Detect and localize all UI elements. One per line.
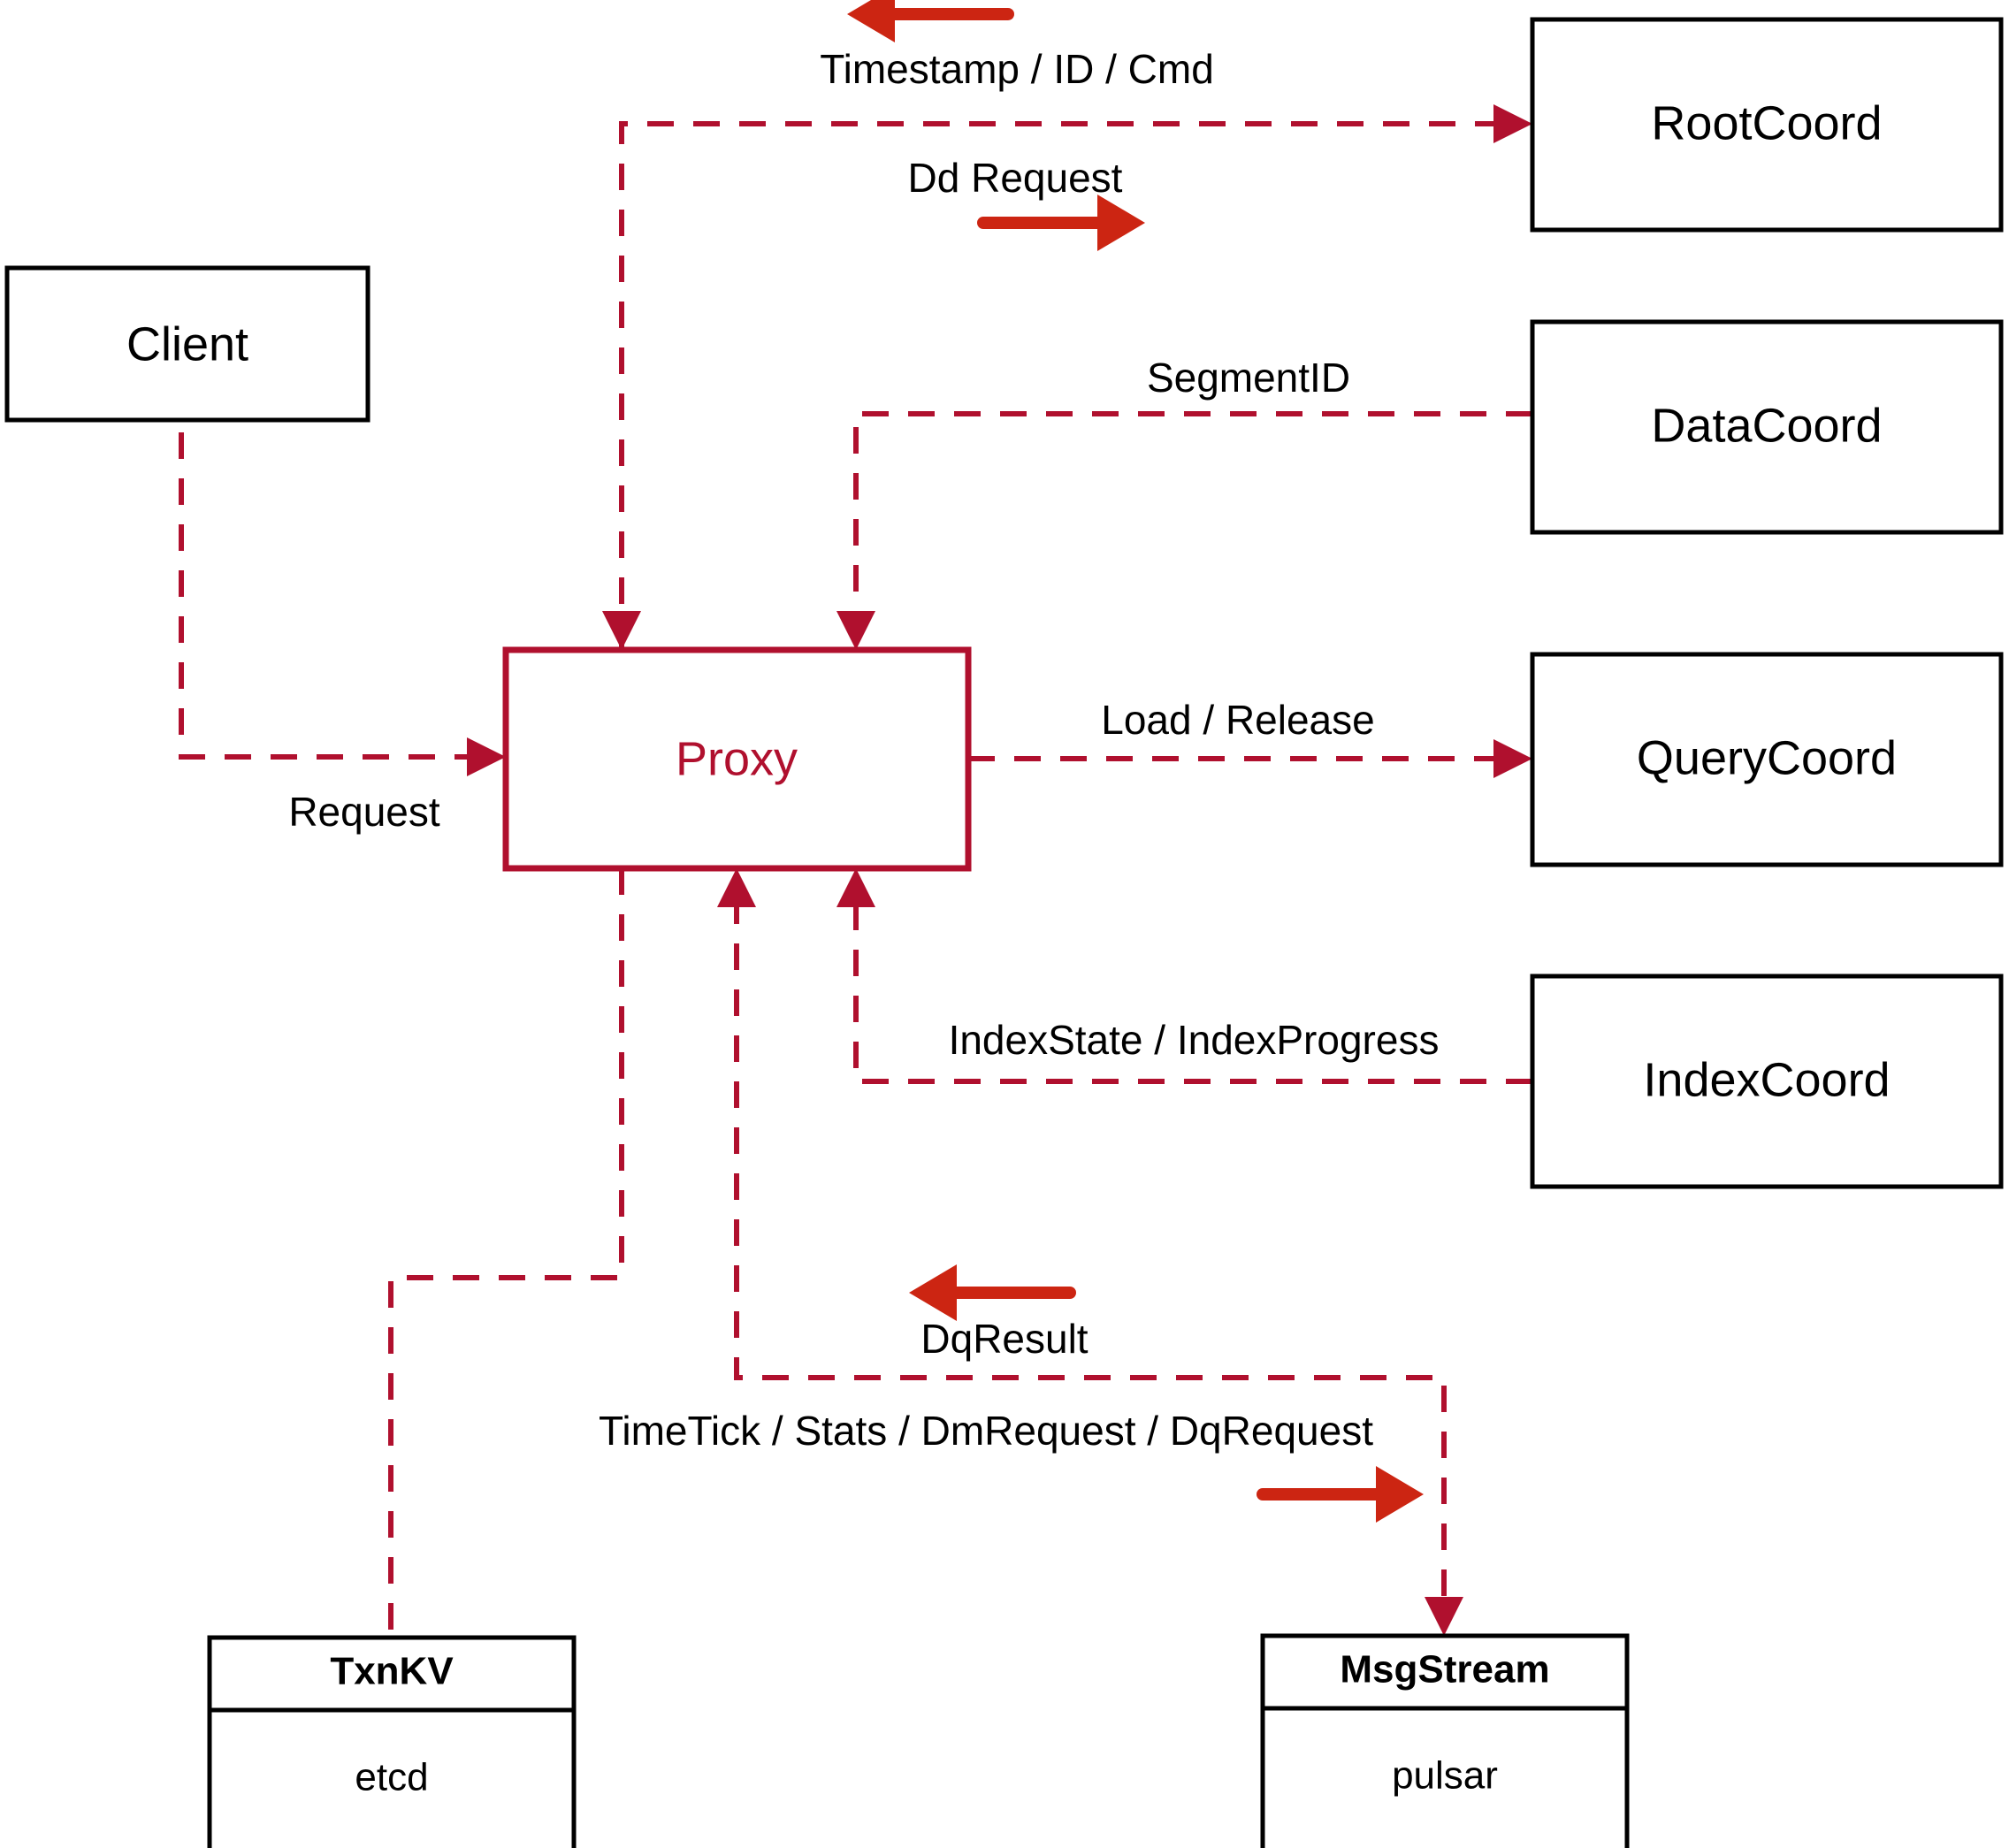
edge-line-proxy-rootcoord	[619, 121, 1503, 650]
arrowhead-proxy-rootcoord	[1493, 104, 1532, 143]
node-client[interactable]: Client	[4, 265, 370, 423]
edge-label-segment-id: SegmentID	[1147, 355, 1350, 401]
direction-arrow-timetick-right	[1257, 1466, 1424, 1523]
direction-arrow-dd-request-right	[977, 195, 1145, 251]
direction-arrow-timestamp-left	[847, 0, 1014, 42]
edge-client-to-proxy	[179, 386, 506, 776]
node-client-box[interactable]	[4, 265, 370, 423]
node-msgstream-sublabel: pulsar	[1392, 1754, 1498, 1798]
node-querycoord-box[interactable]	[1530, 652, 2004, 867]
node-querycoord[interactable]: QueryCoord	[1530, 652, 2004, 867]
arrowhead-datacoord-proxy	[836, 611, 875, 650]
node-proxy[interactable]: Proxy	[502, 646, 972, 872]
node-client-label: Client	[126, 317, 248, 370]
edge-label-dq-result: DqResult	[920, 1316, 1088, 1362]
node-indexcoord[interactable]: IndexCoord	[1530, 974, 2004, 1189]
node-rootcoord-box[interactable]	[1530, 17, 2004, 233]
node-indexcoord-label: IndexCoord	[1643, 1053, 1890, 1106]
edge-line-datacoord-proxy	[853, 411, 1532, 619]
direction-arrow-dqresult-left	[909, 1264, 1076, 1321]
node-msgstream[interactable]: MsgStream pulsar	[1260, 1633, 1630, 1848]
node-txnkv-box[interactable]	[207, 1635, 577, 1848]
node-txnkv-label: TxnKV	[330, 1650, 454, 1693]
edge-proxy-to-querycoord	[968, 739, 1532, 778]
arrow-head	[909, 1264, 957, 1321]
edge-label-index-state: IndexState / IndexProgress	[949, 1017, 1440, 1063]
arrow-head	[1097, 195, 1145, 251]
node-querycoord-label: QueryCoord	[1637, 731, 1897, 784]
node-msgstream-box[interactable]	[1260, 1633, 1630, 1848]
arrowhead-proxy-querycoord	[1493, 739, 1532, 778]
node-proxy-box[interactable]	[502, 646, 972, 872]
arrow-head	[1376, 1466, 1424, 1523]
node-rootcoord-label: RootCoord	[1651, 96, 1882, 149]
edge-label-timestamp-id-cmd: Timestamp / ID / Cmd	[820, 46, 1214, 92]
arrowhead-proxy-msgstream	[1425, 1597, 1463, 1636]
node-rootcoord[interactable]: RootCoord	[1530, 17, 2004, 233]
arrowhead-indexcoord-proxy	[836, 868, 875, 907]
edge-line-proxy-txnkv	[388, 868, 624, 1638]
edge-indexcoord-to-proxy	[836, 868, 1532, 1084]
arrowhead-client-proxy	[467, 737, 506, 776]
edge-line-proxy-msgstream	[734, 897, 1447, 1607]
edge-label-request: Request	[288, 789, 440, 835]
edge-label-timetick-stats: TimeTick / Stats / DmRequest / DqRequest	[599, 1408, 1373, 1454]
node-txnkv[interactable]: TxnKV etcd	[207, 1635, 577, 1848]
node-datacoord[interactable]: DataCoord	[1530, 319, 2004, 535]
edge-line-client-proxy	[179, 386, 482, 760]
arrowhead-rootcoord-proxy-down	[602, 611, 641, 650]
node-txnkv-sublabel: etcd	[355, 1756, 428, 1799]
arrowhead-msgstream-proxy	[717, 868, 756, 907]
edge-proxy-to-rootcoord	[602, 104, 1532, 650]
node-datacoord-box[interactable]	[1530, 319, 2004, 535]
arrow-head	[847, 0, 895, 42]
node-datacoord-label: DataCoord	[1651, 399, 1882, 452]
node-indexcoord-box[interactable]	[1530, 974, 2004, 1189]
node-proxy-label: Proxy	[676, 732, 798, 785]
edge-label-load-release: Load / Release	[1101, 697, 1374, 743]
edge-label-dd-request: Dd Request	[908, 155, 1123, 201]
node-msgstream-label: MsgStream	[1340, 1648, 1549, 1691]
edge-proxy-to-msgstream	[717, 868, 1463, 1636]
edge-datacoord-to-proxy	[836, 411, 1532, 650]
edge-line-indexcoord-proxy	[853, 897, 1532, 1084]
edge-proxy-to-txnkv	[388, 868, 624, 1638]
